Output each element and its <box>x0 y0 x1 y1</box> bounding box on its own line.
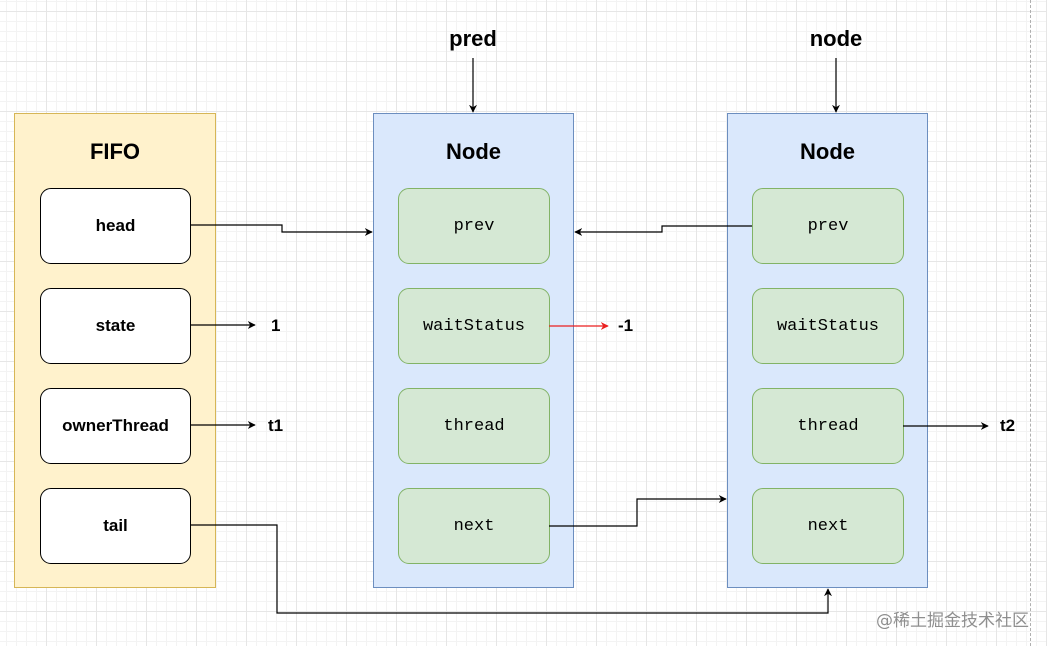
watermark: @稀土掘金技术社区 <box>876 611 1029 631</box>
next-to-node-edge <box>549 495 727 527</box>
pred-next-field: next <box>398 488 550 564</box>
fifo-owner-thread-field: ownerThread <box>40 388 191 464</box>
node-label: node <box>809 26 863 51</box>
node-wait-status-field: waitStatus <box>752 288 904 364</box>
pred-thread-field: thread <box>398 388 550 464</box>
wait-status-value: -1 <box>618 316 634 335</box>
current-node-title: Node <box>800 139 855 164</box>
current-node-container: Node prev waitStatus thread next <box>727 113 928 588</box>
fifo-title: FIFO <box>89 139 141 164</box>
pred-node-title: Node <box>446 139 501 164</box>
fifo-container: FIFO head state ownerThread tail <box>14 113 216 588</box>
fifo-tail-field: tail <box>40 488 191 564</box>
fifo-head-field: head <box>40 188 191 264</box>
owner-thread-value: t1 <box>268 416 284 435</box>
node-prev-field: prev <box>752 188 904 264</box>
pred-node-container: Node prev waitStatus thread next <box>373 113 574 588</box>
prev-to-pred-edge <box>574 225 752 236</box>
pred-wait-status-field: waitStatus <box>398 288 550 364</box>
state-value: 1 <box>271 316 281 335</box>
pred-prev-field: prev <box>398 188 550 264</box>
pred-label: pred <box>449 26 497 51</box>
node-thread-value: t2 <box>1000 416 1016 435</box>
node-next-field: next <box>752 488 904 564</box>
tail-to-node-edge <box>190 524 832 614</box>
head-to-pred-edge <box>190 224 373 236</box>
fifo-state-field: state <box>40 288 191 364</box>
page-border <box>1030 0 1031 646</box>
